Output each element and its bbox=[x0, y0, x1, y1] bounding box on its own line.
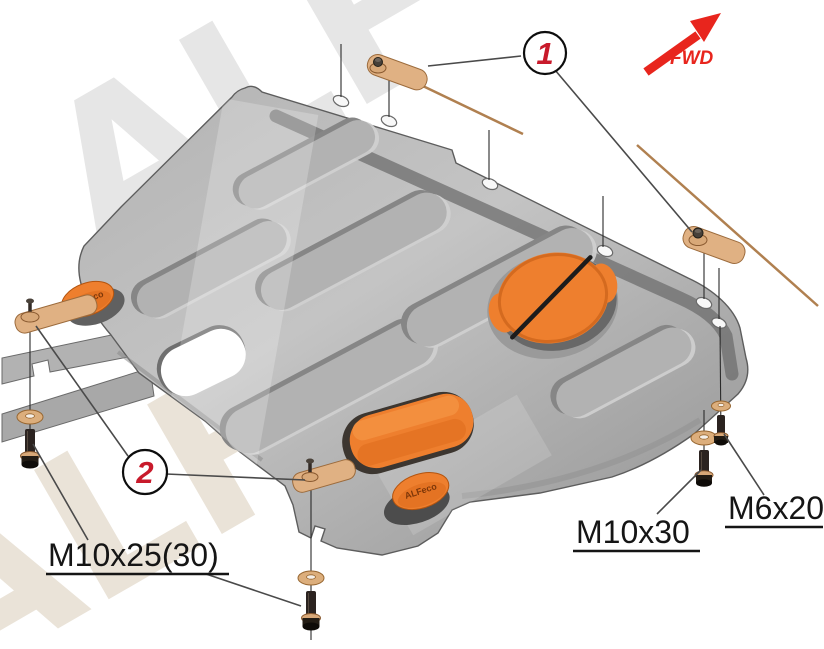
mount-hole bbox=[380, 114, 398, 128]
mount-holes bbox=[332, 94, 727, 329]
oil-drain-cover bbox=[487, 252, 619, 359]
leader-callout2-b bbox=[165, 473, 306, 481]
bracket-bottom bbox=[292, 458, 356, 493]
mount-hole bbox=[332, 94, 350, 108]
bracket-left bbox=[14, 294, 98, 334]
fastener-right-m10x30 bbox=[690, 430, 718, 487]
leader-callout1-a bbox=[427, 55, 522, 67]
leader-m10x25-a bbox=[32, 443, 89, 541]
rib bbox=[219, 318, 439, 455]
label-m10x25-text: M10x25(30) bbox=[48, 537, 219, 573]
label-m10x25: M10x25(30) bbox=[46, 537, 229, 576]
callout-2-number: 2 bbox=[135, 455, 153, 490]
rib bbox=[130, 218, 291, 319]
fastener-bottom-m10x25 bbox=[297, 570, 325, 631]
leader-lines bbox=[32, 55, 765, 607]
leader-m6x20 bbox=[723, 433, 765, 496]
fwd-arrow-label: FWD bbox=[670, 48, 714, 69]
callout-1-number: 1 bbox=[536, 36, 553, 71]
bottom-edge-shadow bbox=[461, 417, 702, 499]
label-m6x20-text: M6x20 bbox=[728, 490, 824, 526]
mounting-arm-lower bbox=[1, 367, 155, 443]
callout-1: 1 bbox=[522, 30, 568, 76]
rib bbox=[550, 324, 696, 419]
mount-hole bbox=[695, 296, 713, 310]
bracket-rod bbox=[636, 144, 819, 307]
bracket-right bbox=[636, 144, 819, 307]
label-m6x20: M6x20 bbox=[725, 490, 824, 529]
cutout-window bbox=[156, 325, 246, 397]
mount-hole bbox=[596, 244, 614, 258]
access-hatch bbox=[342, 391, 474, 475]
leader-m10x30 bbox=[656, 469, 702, 515]
leader-callout1-b bbox=[554, 69, 693, 233]
fwd-arrow: FWD bbox=[643, 13, 721, 76]
label-m10x30: M10x30 bbox=[573, 514, 700, 553]
bracket-washer bbox=[301, 472, 319, 482]
fastener-left-m10x25 bbox=[16, 409, 44, 469]
damper-bottom: ALFeco bbox=[383, 472, 450, 526]
rib bbox=[232, 117, 380, 210]
fwd-arrow-head bbox=[690, 13, 721, 42]
leader-m10x25-b bbox=[205, 573, 302, 607]
label-m10x30-text: M10x30 bbox=[576, 514, 690, 550]
mount-hole bbox=[711, 317, 727, 329]
mount-hole bbox=[481, 177, 499, 191]
leader-callout2-a bbox=[35, 325, 129, 457]
rib bbox=[255, 190, 451, 312]
bracket-top bbox=[366, 54, 524, 136]
bolt bbox=[717, 415, 725, 435]
cover-slot bbox=[510, 255, 593, 340]
bracket-washer bbox=[20, 311, 40, 323]
callout-2: 2 bbox=[121, 448, 169, 496]
top-edge-groove bbox=[269, 109, 739, 381]
fwd-arrow-shaft bbox=[643, 31, 701, 76]
